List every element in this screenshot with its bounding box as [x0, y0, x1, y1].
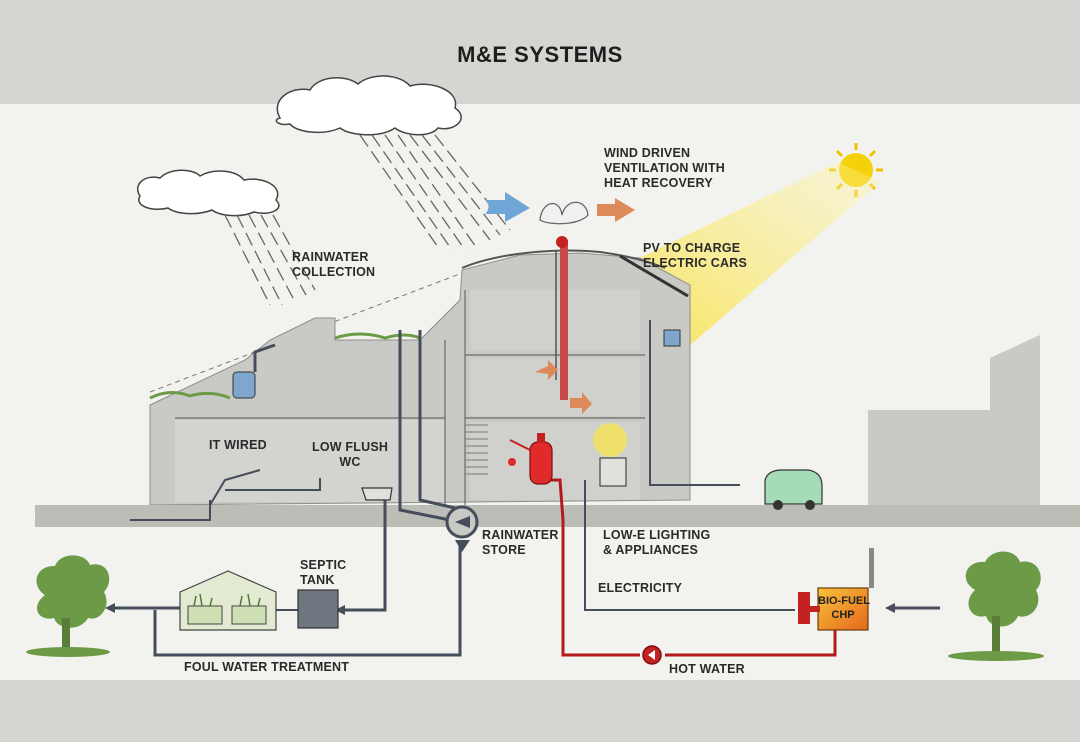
hot-water-pump-icon: [642, 645, 662, 665]
pv-inverter: [663, 329, 681, 347]
appliance-box: [599, 457, 627, 487]
water-butt-icon: [232, 371, 256, 399]
page-title: M&E SYSTEMS: [457, 42, 623, 67]
wc-icon: [361, 487, 393, 501]
label-wind-ventilation: WIND DRIVEN VENTILATION WITH HEAT RECOVE…: [604, 146, 726, 190]
reed-bed-icon: [179, 570, 277, 631]
boiler-cylinder: [508, 433, 553, 485]
label-it-wired: IT WIRED: [209, 438, 267, 452]
septic-tank-icon: [297, 589, 339, 629]
ventilation-stack: [539, 201, 589, 400]
rain-lines: [224, 134, 511, 306]
cloud-icon: [137, 169, 280, 217]
label-rainwater-store: RAINWATER STORE: [482, 528, 559, 557]
rainwater-store-pump-icon: [445, 505, 479, 552]
tree-icon: [948, 551, 1044, 661]
bottom-band: [0, 680, 1080, 742]
tree-icon: [26, 555, 110, 657]
label-low-e: LOW-E LIGHTING & APPLIANCES: [603, 528, 711, 557]
light-glow: [593, 423, 627, 457]
label-hot-water: HOT WATER: [669, 662, 745, 676]
label-electricity: ELECTRICITY: [598, 581, 683, 595]
electric-car-icon: [764, 469, 823, 510]
label-biofuel-chp: BIO-FUEL CHP: [818, 595, 870, 621]
label-pv: PV TO CHARGE ELECTRIC CARS: [643, 241, 747, 270]
neighbour-building: [868, 335, 1040, 506]
label-rainwater-collection: RAINWATER COLLECTION: [292, 250, 376, 279]
rainwater-pipes: [105, 320, 940, 657]
heat-arrow-icon: [535, 360, 558, 380]
heat-arrow-icon: [570, 392, 592, 414]
biofuel-chp-unit: [798, 548, 874, 631]
top-band: [0, 0, 1080, 104]
wind-arrow-in-icon: [485, 192, 530, 222]
ground-strip: [35, 505, 1080, 527]
cloud-icon: [275, 75, 462, 136]
wind-arrow-out-icon: [597, 198, 635, 222]
label-foul-water: FOUL WATER TREATMENT: [184, 660, 350, 674]
hot-water-pipe: [545, 478, 837, 657]
label-low-flush-wc: LOW FLUSH WC: [312, 440, 389, 469]
label-septic-tank: SEPTIC TANK: [300, 558, 347, 587]
